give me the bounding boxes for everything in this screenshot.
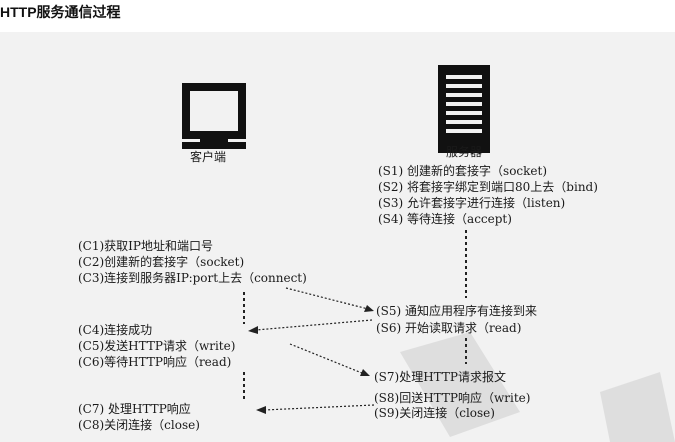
server-tower-icon xyxy=(438,65,490,153)
client-step-c6: (C6)等待HTTP响应（read) xyxy=(78,355,232,369)
client-step-c7: (C7) 处理HTTP响应 xyxy=(78,402,191,416)
arrow-connect xyxy=(285,287,374,312)
server-step-s3: (S3) 允许套接字进行连接（listen) xyxy=(378,196,566,210)
diagram-graphics xyxy=(182,65,675,442)
page-title: HTTP服务通信过程 xyxy=(0,4,121,20)
server-step-s8: (S8)回送HTTP响应（write) xyxy=(374,391,531,405)
http-diagram: 客户端 服务器 (S1) 创建新的套接字（socket) (S2) 将套接字绑定… xyxy=(0,32,675,442)
server-step-s1: (S1) 创建新的套接字（socket) xyxy=(378,164,548,178)
watermark-seal xyxy=(400,332,675,442)
server-step-s5: (S5) 通知应用程序有连接到来 xyxy=(376,304,538,318)
server-step-s6: (S6) 开始读取请求（read) xyxy=(376,321,522,335)
server-label: 服务器 xyxy=(446,145,483,159)
computer-monitor-icon xyxy=(182,83,246,149)
arrow-connected xyxy=(248,319,373,334)
client-label: 客户端 xyxy=(190,150,227,164)
client-step-c4: (C4)连接成功 xyxy=(78,323,153,337)
client-step-c1: (C1)获取IP地址和端口号 xyxy=(78,239,213,253)
server-step-s4: (S4) 等待连接（accept) xyxy=(378,212,512,226)
client-step-c5: (C5)发送HTTP请求（write) xyxy=(78,339,236,353)
client-step-c8: (C8)关闭连接（close) xyxy=(78,418,200,432)
client-step-c2: (C2)创建新的套接字（socket) xyxy=(78,255,245,269)
client-step-c3: (C3)连接到服务器IP:port上去（connect) xyxy=(78,271,307,285)
server-step-s2: (S2) 将套接字绑定到端口80上去（bind) xyxy=(378,180,598,194)
arrow-request xyxy=(289,343,370,376)
server-step-s9: (S9)关闭连接（close) xyxy=(374,406,495,420)
server-step-s7: (S7)处理HTTP请求报文 xyxy=(374,370,506,384)
arrow-response xyxy=(256,404,375,414)
